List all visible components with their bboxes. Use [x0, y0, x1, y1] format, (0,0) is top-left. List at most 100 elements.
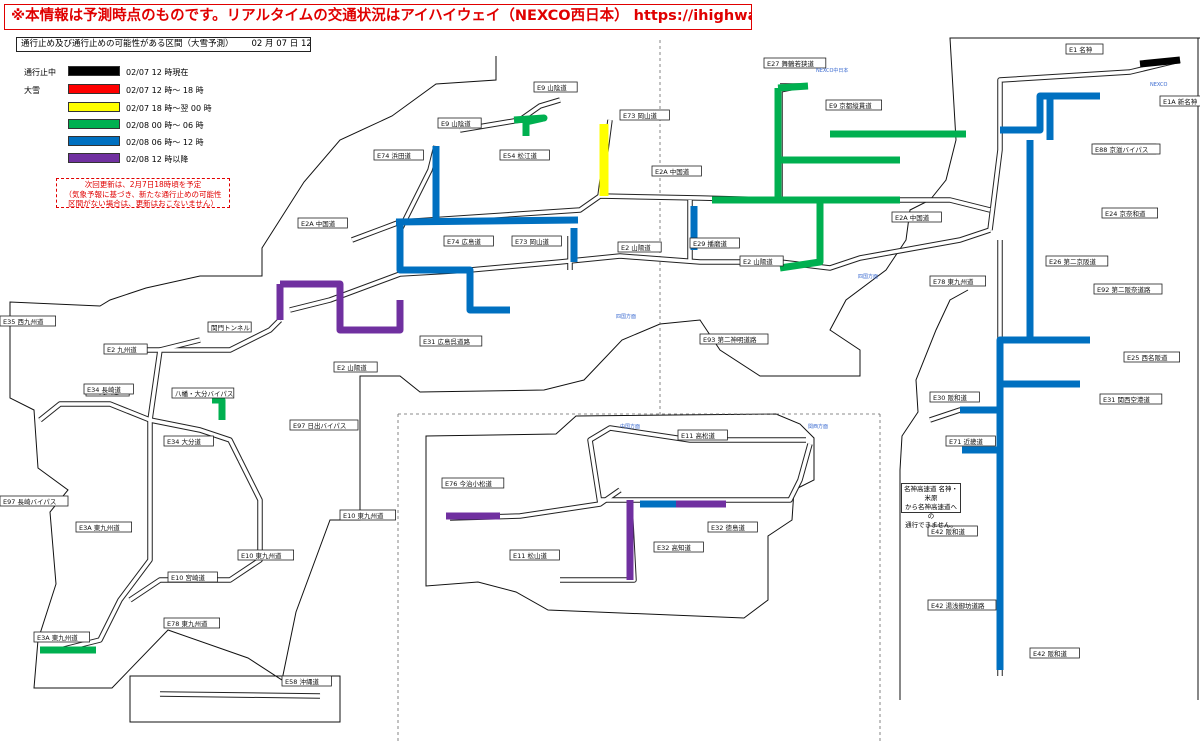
route-label-e3a-higashikyushu1: E3A 東九州道	[79, 523, 120, 532]
route-label-e30-hanwa: E30 阪和道	[933, 393, 967, 402]
route-label-e54-matsue: E54 松江道	[503, 151, 537, 160]
legend-text: 02/07 18 時～翌 00 時	[126, 104, 212, 113]
route-label-e34-oita: E34 大分道	[167, 437, 201, 446]
route-label-box	[511, 235, 562, 247]
route-label-e11-takamatsu: E11 高松道	[681, 431, 715, 440]
route-label-e35-nishikyushu: E35 西九州道	[3, 317, 44, 326]
route-label-e93-sanyo-chuo: E93 第二神明道路	[703, 335, 757, 344]
legend-label: 通行止中	[24, 68, 56, 77]
route-label-e2a-chugoku2: E2A 中国道	[655, 167, 690, 176]
route-label-box	[653, 541, 704, 553]
route-label-e42-hanwa: E42 阪和道	[931, 527, 965, 536]
closure-segments	[40, 56, 1181, 670]
notice-line: 次回更新は、2月7日18時頃を予定	[84, 180, 202, 189]
note-line: から名神高速道への	[905, 503, 957, 520]
segment-green-hachiman	[212, 396, 226, 420]
route-label-box	[763, 57, 827, 69]
route-label-e78-higashikyushu: E78 東九州道	[167, 619, 208, 628]
route-label-box	[945, 435, 996, 447]
route-label-e24-keinawa: E24 京奈和道	[1105, 209, 1146, 218]
route-label-e92-daini-hanna: E92 第二阪奈道路	[1097, 285, 1151, 294]
route-label-box	[1045, 255, 1109, 267]
route-label-e2-sanyo3: E2 山陽道	[337, 363, 367, 372]
meishin-note: 名神高速道 名神・米原 から名神高速道への 通行できません。	[901, 483, 961, 529]
segment-green-maizuru	[774, 82, 900, 200]
route-label-box	[929, 391, 980, 403]
route-label-e32-tokushima: E32 徳島道	[711, 523, 745, 532]
legend-swatch	[68, 119, 120, 129]
legend-label: 大雪	[24, 86, 40, 95]
route-label-e9-yonago: E9 山陰道	[441, 119, 471, 128]
route-label-box	[825, 99, 882, 111]
route-label-box	[1099, 393, 1163, 405]
route-label-e76-iyo: E76 今治小松道	[445, 479, 492, 488]
legend-text: 02/07 12 時現在	[126, 68, 189, 77]
map-subtitle: 通行止め及び通行止めの可能性がある区間（大雪予測）02 月 07 日 12 時時…	[16, 37, 311, 52]
route-label-e32-kochi: E32 高知道	[657, 543, 691, 552]
route-label-box	[927, 525, 978, 537]
route-label-e3a-higashikyushu2: E3A 東九州道	[37, 633, 78, 642]
subtitle-timestamp: 02 月 07 日 12 時時点	[251, 39, 311, 49]
disclaimer-banner: ※本情報は予測時点のものです。リアルタイムの交通状況はアイハイウェイ（NEXCO…	[4, 4, 752, 30]
route-label-e31-kansaiap: E31 関西空港道	[1103, 395, 1150, 404]
segment-green-sanin	[513, 114, 548, 136]
route-label-box	[499, 149, 550, 161]
segment-blue-hanwa	[996, 140, 1034, 670]
route-label-e1a: E1A 新名神	[1163, 97, 1197, 106]
route-label-e2-sanyo2: E2 山陽道	[743, 257, 773, 266]
route-label-e73-okayama: E73 岡山道	[515, 237, 549, 246]
legend-swatch	[68, 84, 120, 94]
route-label-box	[1029, 647, 1080, 659]
route-label-box	[1093, 283, 1163, 295]
route-label-box	[333, 361, 378, 373]
route-label-box	[163, 435, 214, 447]
legend-swatch	[68, 102, 120, 112]
route-label-e11-matsuyama: E11 松山道	[513, 551, 547, 560]
route-label-box	[163, 617, 220, 629]
dir-chugoku: 中国方面	[620, 423, 640, 430]
next-update-notice: 次回更新は、2月7日18時頃を予定 （気象予報に基づき、新たな通行止めの可能性 …	[56, 178, 230, 208]
route-label-box	[1123, 351, 1180, 363]
route-label-e2-sanyo1: E2 山陽道	[621, 243, 651, 252]
route-label-box	[419, 335, 483, 347]
route-label-box	[207, 321, 252, 333]
route-label-box	[0, 495, 69, 507]
legend-text: 02/08 06 時～ 12 時	[126, 138, 204, 147]
legend-text: 02/08 00 時～ 06 時	[126, 121, 204, 130]
route-label-box	[1101, 207, 1158, 219]
route-label-e9-kyotojukan: E9 京都縦貫道	[829, 101, 872, 110]
segment-blue-e1	[1000, 92, 1100, 140]
road-network	[38, 57, 1181, 699]
segment-blue-e74	[396, 222, 510, 314]
route-label-e73-chugoku: E73 岡山道	[623, 111, 657, 120]
route-label-e42-hanwa2: E42 阪和道	[1033, 649, 1067, 658]
segment-black-meishin	[1139, 56, 1181, 68]
route-label-box	[677, 429, 728, 441]
route-label-hachiman: 八幡・大分バイパス	[175, 389, 233, 398]
route-label-e34-nagasaki: E34 長崎道	[87, 385, 121, 394]
dir-shikoku2: 四国方面	[858, 273, 878, 280]
route-label-kanmon: 関門トンネル	[211, 324, 250, 332]
route-label-box	[891, 211, 942, 223]
route-label-box	[927, 599, 997, 611]
region-dividers	[397, 40, 881, 744]
route-label-box	[297, 217, 348, 229]
segment-purple-sanyo	[280, 280, 404, 334]
route-label-e26-keiha2: E26 第二京阪道	[1049, 257, 1096, 266]
segment-blue-chugoku	[395, 216, 579, 226]
direction-labels: NEXCO中日本 NEXCO 四国方面 四国方面 中国方面 関西方面	[616, 67, 1167, 430]
route-label-e97-hiji: E97 日出バイパス	[293, 421, 346, 430]
route-label-box	[281, 675, 332, 687]
route-label-e74-hamada: E74 浜田道	[377, 151, 411, 160]
route-label-e29-harima: E29 播磨道	[693, 239, 727, 248]
dir-shikoku: 四国方面	[616, 313, 636, 320]
route-label-box	[373, 149, 424, 161]
route-label-box	[237, 549, 294, 561]
route-label-box	[1159, 95, 1200, 107]
route-label-box	[689, 237, 740, 249]
route-label-e10-higashikyushu: E10 東九州道	[343, 511, 384, 520]
route-label-e42-yuasa: E42 湯浅御坊道路	[931, 601, 985, 610]
route-label-box	[75, 521, 132, 533]
